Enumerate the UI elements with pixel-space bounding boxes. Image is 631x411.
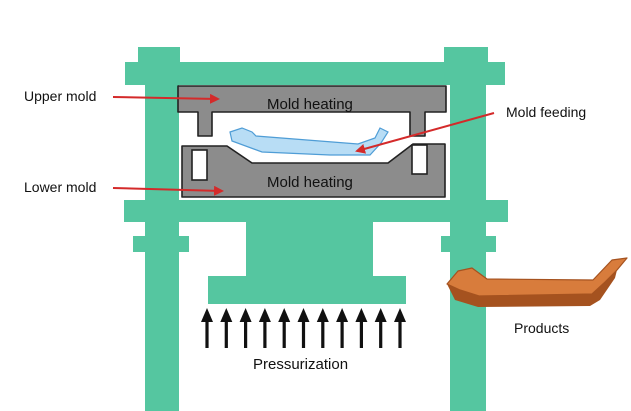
product-piece — [446, 257, 628, 307]
ram-base — [208, 276, 406, 304]
label-pressurization: Pressurization — [253, 356, 348, 373]
pressure-arrow-head — [258, 308, 271, 322]
left-column-cap — [138, 47, 180, 63]
pressure-arrow — [239, 308, 252, 348]
press-frame — [124, 47, 508, 411]
upper-mold — [177, 85, 447, 137]
pressure-arrow-head — [394, 308, 406, 322]
ram-stem — [246, 222, 373, 277]
left-column-collar — [133, 236, 189, 252]
pressure-arrow-head — [297, 308, 310, 322]
pressure-arrow — [394, 308, 406, 348]
pressure-arrow-head — [278, 308, 291, 322]
pressure-arrow-shaft — [398, 318, 402, 348]
pressure-arrow — [220, 308, 233, 348]
pressure-arrow — [258, 308, 271, 348]
lower-mold-body — [181, 143, 446, 198]
lower-mold-arrow — [112, 185, 224, 196]
mold-feeding-arrow — [355, 112, 495, 154]
upper-mold-arrow — [112, 93, 220, 104]
top-crossbeam — [125, 62, 505, 85]
pressure-arrow-shaft — [340, 318, 344, 348]
label-lower-mold: Lower mold — [24, 179, 96, 195]
pressure-arrow — [355, 308, 368, 348]
product-underside — [447, 270, 617, 307]
pressure-arrow-shaft — [224, 318, 228, 348]
pressure-arrow-head — [220, 308, 233, 322]
mold-feed-material — [229, 127, 389, 156]
lower-mold-left-insert — [191, 149, 208, 181]
pressure-arrow — [297, 308, 310, 348]
pressure-arrow-shaft — [379, 318, 383, 348]
right-column-collar — [441, 236, 496, 252]
label-upper-heating: Mold heating — [267, 96, 353, 113]
callout-arrows — [112, 93, 495, 196]
pressure-arrow-shaft — [205, 318, 209, 348]
left-column — [145, 60, 179, 411]
product-top — [446, 257, 628, 297]
pressure-arrow-shaft — [263, 318, 267, 348]
pressure-arrow — [201, 308, 213, 348]
pressure-arrow-shaft — [301, 318, 306, 348]
pressure-arrow — [336, 308, 349, 348]
pressure-arrow — [374, 308, 387, 348]
pressure-arrows — [201, 308, 406, 348]
label-lower-heating: Mold heating — [267, 174, 353, 191]
right-column-cap — [444, 47, 488, 63]
label-products: Products — [514, 320, 569, 336]
pressure-arrow-head — [374, 308, 387, 322]
pressure-arrow-shaft — [244, 318, 248, 348]
pressure-arrow-head — [355, 308, 368, 322]
upper-mold-body — [177, 85, 447, 137]
pressure-arrow-head — [239, 308, 252, 322]
pressure-arrow-shaft — [321, 318, 325, 348]
label-upper-mold: Upper mold — [24, 88, 96, 104]
pressure-arrow — [278, 308, 291, 348]
pressure-arrow — [316, 308, 329, 348]
pressure-arrow-shaft — [282, 318, 286, 348]
label-mold-feeding: Mold feeding — [506, 104, 586, 120]
lower-mold — [181, 143, 446, 198]
lower-mold-right-insert — [411, 144, 428, 175]
pressure-arrow-head — [201, 308, 213, 322]
pressure-arrow-shaft — [359, 318, 363, 348]
lower-platen — [124, 200, 508, 222]
right-column — [450, 60, 486, 411]
pressure-arrow-head — [336, 308, 349, 322]
pressure-arrow-head — [316, 308, 329, 322]
